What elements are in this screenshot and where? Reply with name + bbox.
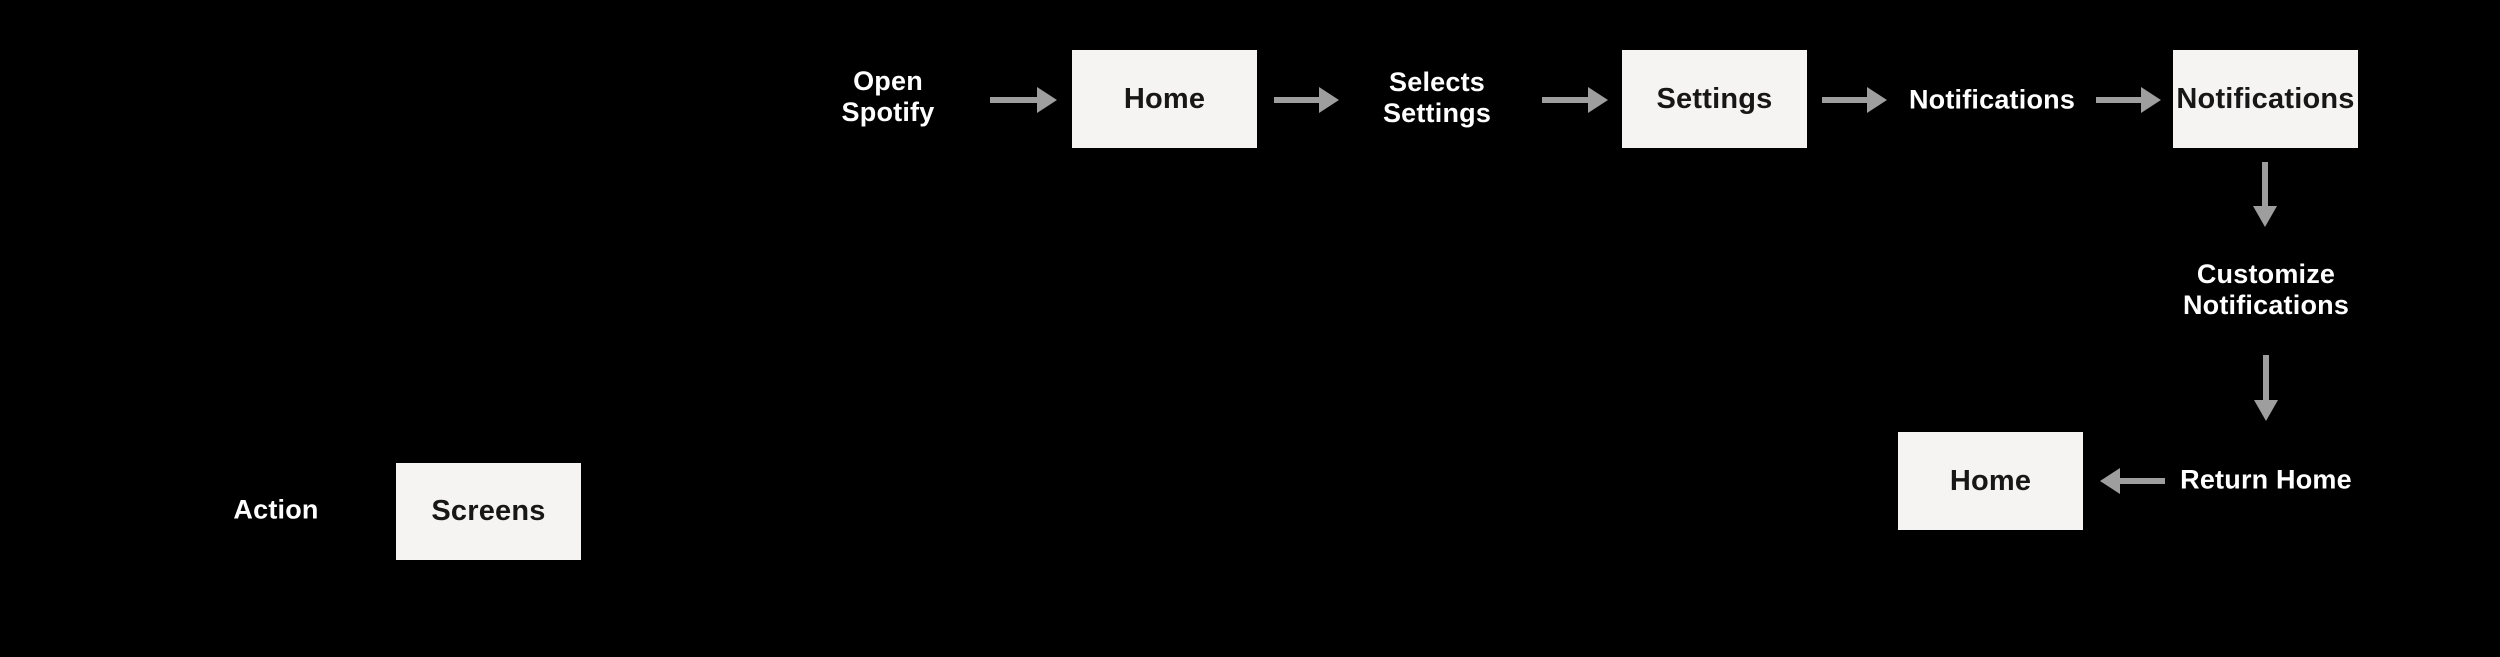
action-step-return-home: Return Home [2180,464,2352,495]
action-step-customize-notifications: Customize Notifications [2182,259,2350,320]
screen-node-home-1: Home [1072,50,1257,148]
screen-node-notifications: Notifications [2173,50,2358,148]
action-step-selects-settings: Selects Settings [1382,67,1492,128]
action-step-notifications: Notifications [1908,84,2076,115]
screen-node-home-2: Home [1898,432,2083,530]
legend-action-label: Action [233,494,319,525]
legend-screens-box: Screens [396,463,581,560]
screen-node-settings: Settings [1622,50,1807,148]
action-step-open-spotify: Open Spotify [841,66,935,127]
